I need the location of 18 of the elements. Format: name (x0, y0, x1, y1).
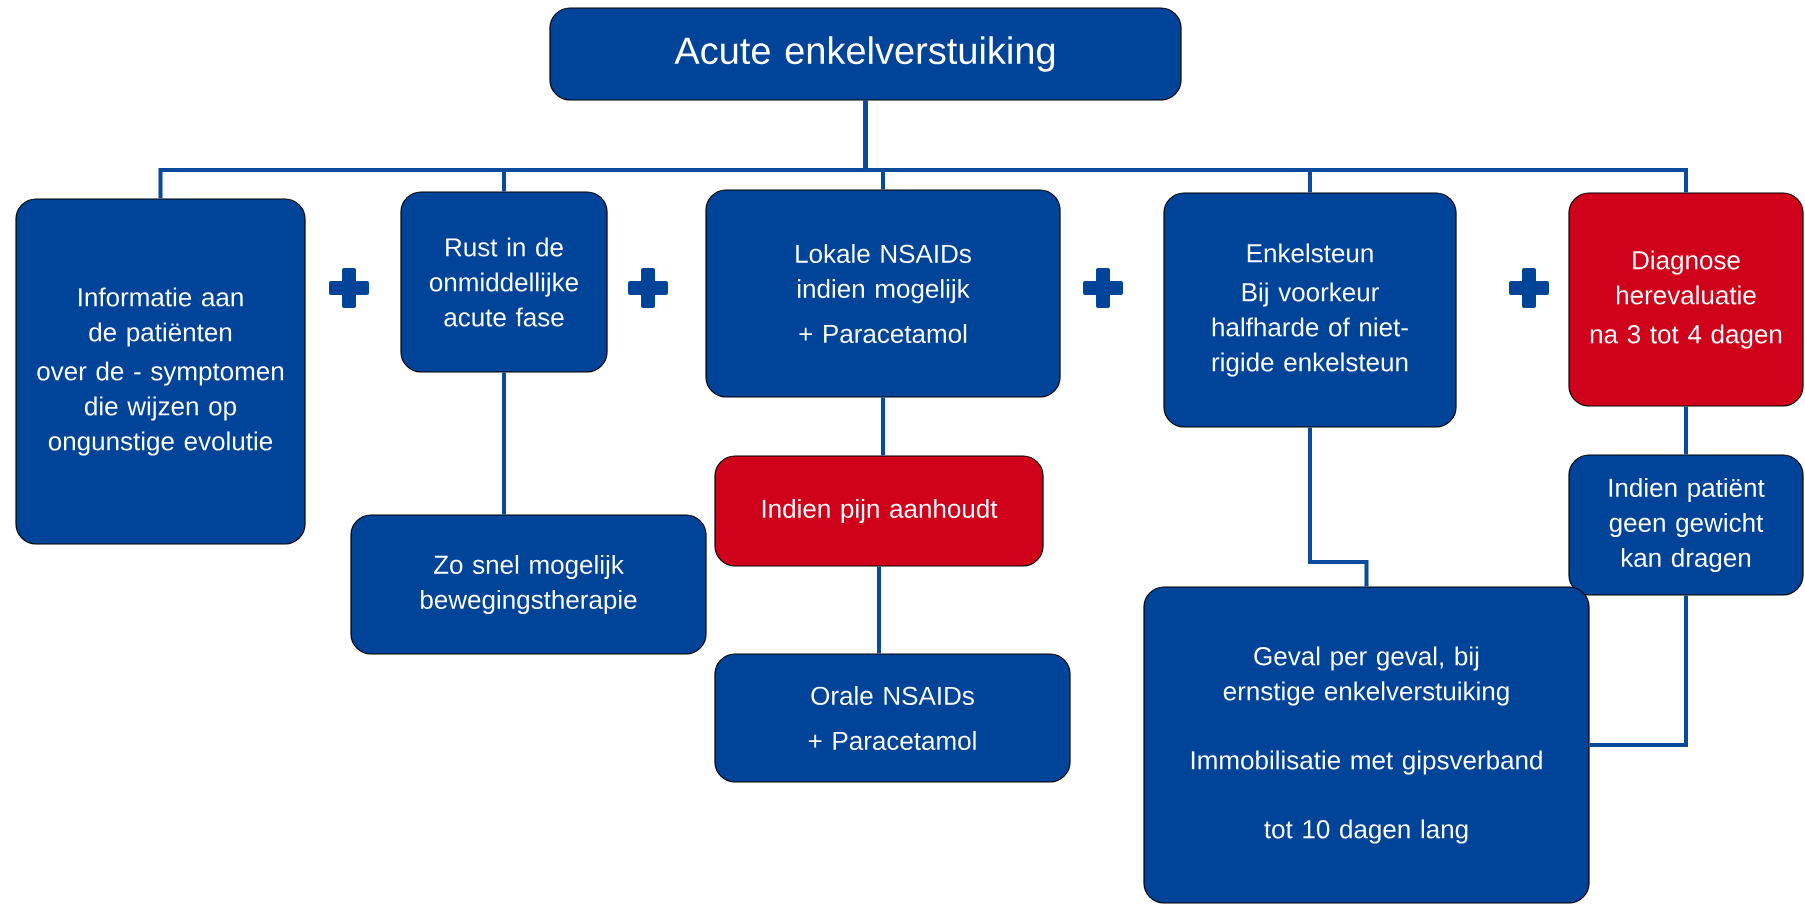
step-box: Zo snel mogelijk bewegingstherapie (350, 514, 707, 655)
connector-line (877, 566, 881, 654)
step-box: Geval per geval, bij ernstige enkelverstuiking Immobilisatie met gipsverband tot 10 dagen lang (1143, 586, 1590, 904)
connector-line (1308, 427, 1369, 587)
connector-line (1589, 595, 1688, 747)
step-box: Indien patiënt geen gewicht kan dragen (1568, 454, 1804, 596)
step-box: Orale NSAIDs + Paracetamol (714, 653, 1071, 783)
warning-box: Diagnose herevaluatie na 3 tot 4 dagen (1568, 192, 1804, 407)
title-box: Acute enkelverstuiking (549, 7, 1182, 101)
warning-box: Indien pijn aanhoudt (714, 455, 1044, 567)
connector-line (502, 372, 506, 515)
step-box: Enkelsteun Bij voorkeur halfharde of niet-rigide enkelsteun (1163, 192, 1457, 428)
connector-line (863, 100, 1688, 193)
connector-line (881, 397, 885, 456)
step-box: Rust in de onmiddellijke acute fase (400, 191, 608, 373)
step-box: Lokale NSAIDs indien mogelijk + Paracetamol (705, 189, 1061, 398)
step-box: Informatie aan de patiënten over de - symptomen die wijzen op ongunstige evolutie (15, 198, 306, 545)
connector-line (1684, 406, 1688, 455)
